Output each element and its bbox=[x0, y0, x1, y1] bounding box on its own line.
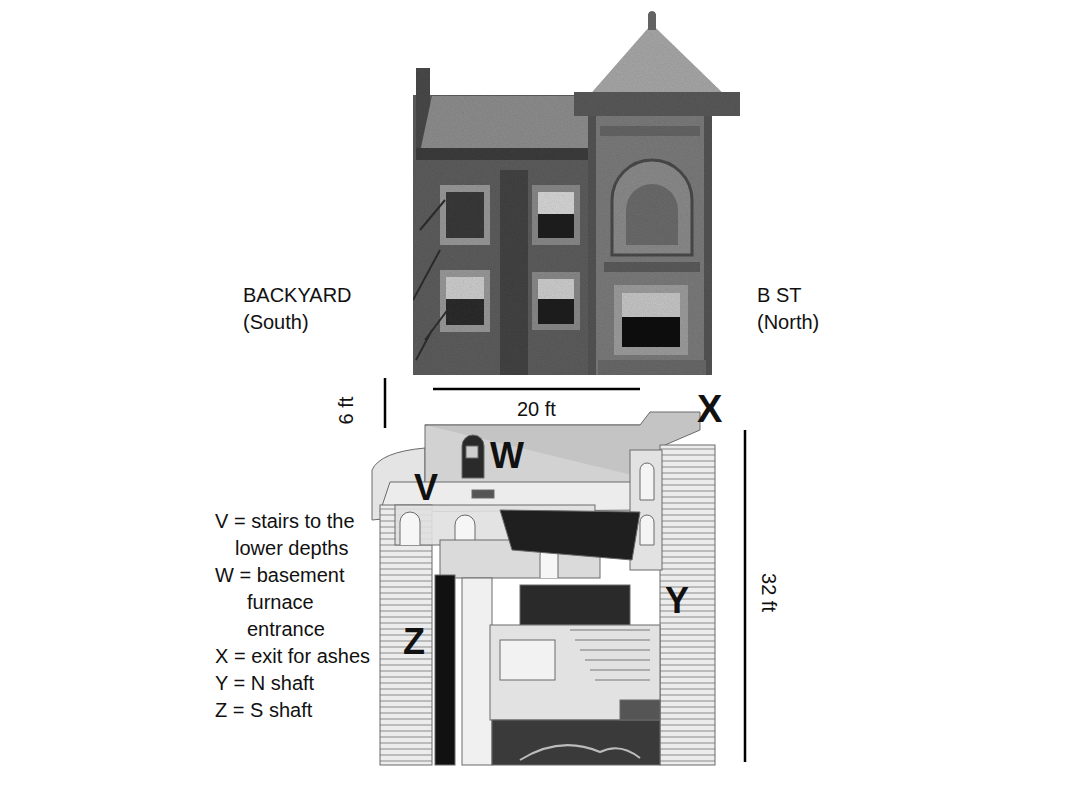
callout-letter: V bbox=[414, 468, 438, 508]
dimension-label: 20 ft bbox=[517, 396, 556, 423]
key-entry: X = exit for ashes bbox=[215, 643, 370, 670]
callout-letter: Z bbox=[403, 622, 425, 662]
dimension-line bbox=[744, 430, 747, 762]
dimension-line bbox=[433, 388, 640, 391]
side-label: BACKYARD (South) bbox=[243, 282, 368, 336]
callout-letter: Y bbox=[665, 581, 689, 621]
cutaway-drawing bbox=[372, 412, 715, 765]
dimension-label: 32 ft bbox=[754, 573, 781, 612]
dimension-line bbox=[384, 378, 387, 428]
key-entry: V = stairs to the lower depths bbox=[215, 508, 400, 562]
callout-letter: X bbox=[697, 388, 722, 430]
callout-letter: W bbox=[490, 436, 524, 476]
key-entry: Y = N shaft bbox=[215, 670, 314, 697]
key-entry: W = basement furnace entrance bbox=[215, 562, 365, 643]
building-photo bbox=[413, 11, 740, 375]
side-label: B ST (North) bbox=[757, 282, 837, 336]
key-entry: Z = S shaft bbox=[215, 697, 312, 724]
dimension-label: 6 ft bbox=[333, 396, 360, 424]
